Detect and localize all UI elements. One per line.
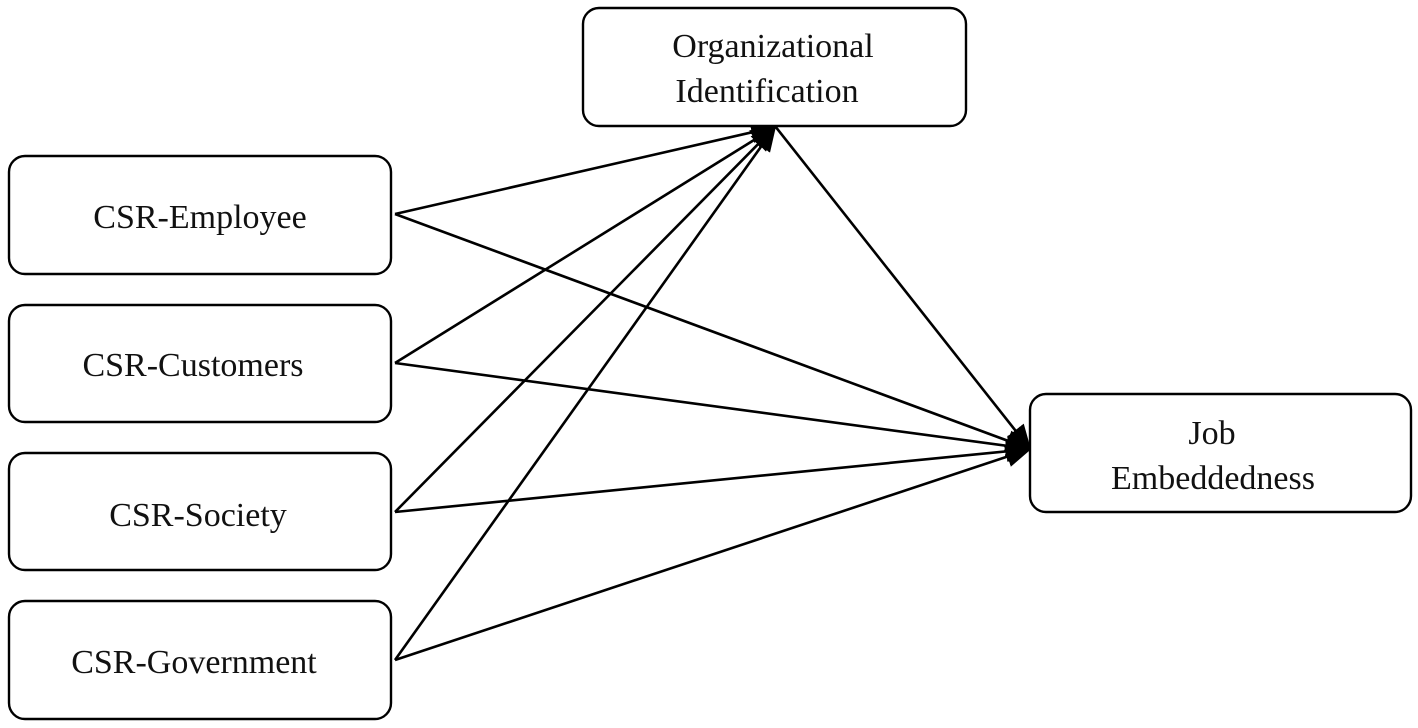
arrow-csr-employee-to-job-embeddedness [394, 212, 1033, 451]
arrow-csr-customers-to-job-embeddedness [394, 361, 1033, 457]
node-job-embeddedness: Job Embeddedness [1028, 392, 1413, 514]
node-organizational-identification: Organizational Identification [581, 6, 968, 128]
node-label-csr-customers: CSR-Customers [82, 347, 303, 384]
arrows-layer [393, 121, 1033, 662]
node-csr-society: CSR-Society [7, 451, 393, 572]
arrow-csr-employee-to-organizational-identification [394, 121, 778, 216]
arrow-csr-government-to-organizational-identification [393, 125, 777, 661]
node-label-job-embeddedness-line1: Job [1188, 415, 1235, 452]
node-label-csr-employee: CSR-Employee [93, 199, 306, 236]
arrow-csr-government-to-job-embeddedness [394, 446, 1033, 662]
node-csr-employee: CSR-Employee [7, 154, 393, 276]
node-label-organizational-identification-line1: Organizational [672, 28, 873, 65]
node-label-job-embeddedness-line2: Embeddedness [1111, 460, 1315, 497]
node-csr-customers: CSR-Customers [7, 303, 393, 424]
arrow-csr-customers-to-organizational-identification [394, 125, 777, 365]
arrow-organizational-identification-to-job-embeddedness [773, 125, 1032, 451]
node-label-organizational-identification-line2: Identification [675, 73, 858, 110]
arrow-csr-society-to-organizational-identification [394, 125, 777, 513]
node-label-csr-government: CSR-Government [71, 644, 317, 681]
arrow-csr-society-to-job-embeddedness [394, 440, 1033, 514]
node-label-csr-society: CSR-Society [109, 497, 287, 534]
node-csr-government: CSR-Government [7, 599, 393, 721]
